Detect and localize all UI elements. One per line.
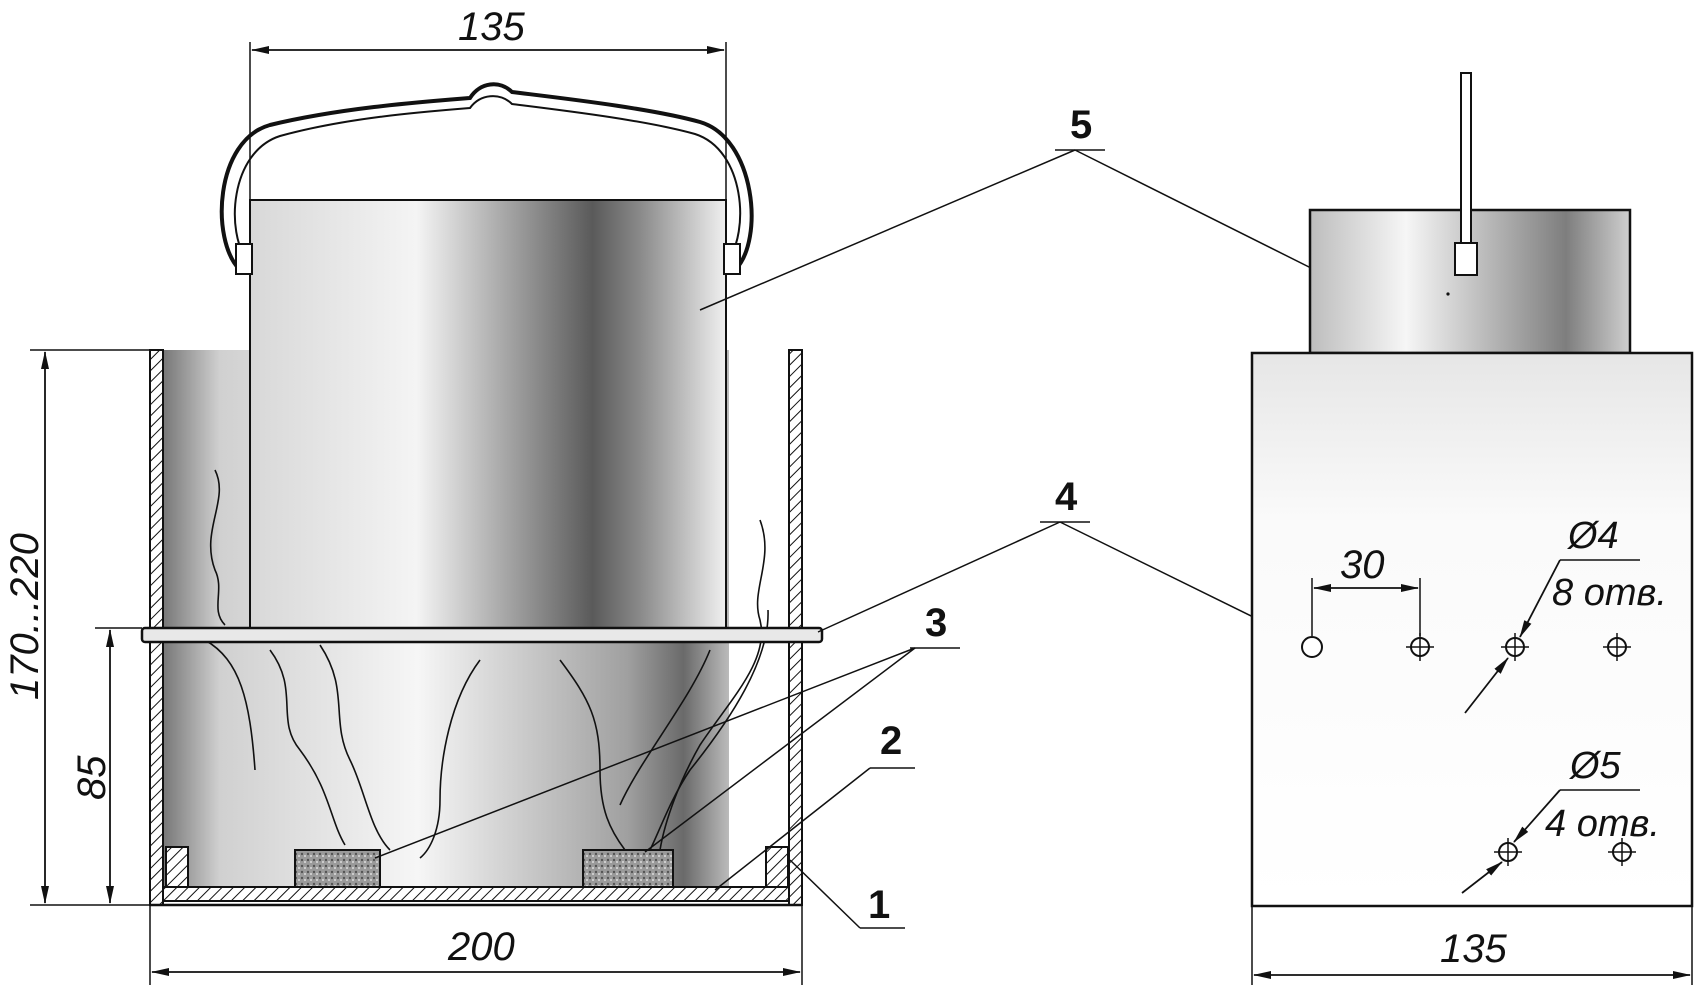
callout-grate: 4 <box>1055 475 1078 519</box>
grate-plate <box>140 626 824 644</box>
hole-lower-2 <box>1608 838 1636 866</box>
callout-bottom: 2 <box>880 719 902 763</box>
hole-upper-1 <box>1301 636 1323 658</box>
front-section-view <box>140 82 824 907</box>
hole-lower-1 <box>1494 838 1522 866</box>
dim-hole-spacing: 30 <box>1340 543 1385 587</box>
side-view: 30 Ø4 8 отв. Ø5 4 отв. 135 <box>1250 72 1694 985</box>
fuel-tablet-left <box>294 849 381 888</box>
dim-grate-height: 85 <box>70 755 114 800</box>
lower-holes <box>1494 838 1636 866</box>
pot-handle <box>219 82 754 272</box>
dim-pot-width: 135 <box>458 5 525 49</box>
upper-holes <box>1301 633 1631 661</box>
hole-upper-count: 8 отв. <box>1552 572 1667 614</box>
handle-lug-right <box>723 243 741 275</box>
callout-fuel: 3 <box>925 601 947 645</box>
hole-upper-diameter: Ø4 <box>1566 515 1619 557</box>
side-body <box>1250 351 1694 908</box>
dim-body-width: 200 <box>447 925 515 969</box>
hole-upper-4 <box>1603 633 1631 661</box>
bottom-plate <box>162 886 790 902</box>
hole-lower-diameter: Ø5 <box>1568 745 1622 787</box>
dim-total-height: 170...220 <box>3 533 47 700</box>
handle-lug-left <box>235 243 253 275</box>
hole-upper-2 <box>1406 633 1434 661</box>
side-handle-lug <box>1454 242 1478 276</box>
base-support-right <box>765 846 789 888</box>
hole-lower-count: 4 отв. <box>1545 803 1660 845</box>
dim-side-width: 135 <box>1440 927 1507 971</box>
fuel-tablet-right <box>582 849 674 888</box>
callout-pot: 5 <box>1070 103 1092 147</box>
pot-body <box>249 199 727 636</box>
base-support-left <box>165 846 189 888</box>
side-handle-rod <box>1460 72 1472 264</box>
callout-base: 1 <box>868 883 890 927</box>
front-dimensions: 135 170...220 85 200 <box>3 5 803 985</box>
hole-upper-3 <box>1501 633 1529 661</box>
